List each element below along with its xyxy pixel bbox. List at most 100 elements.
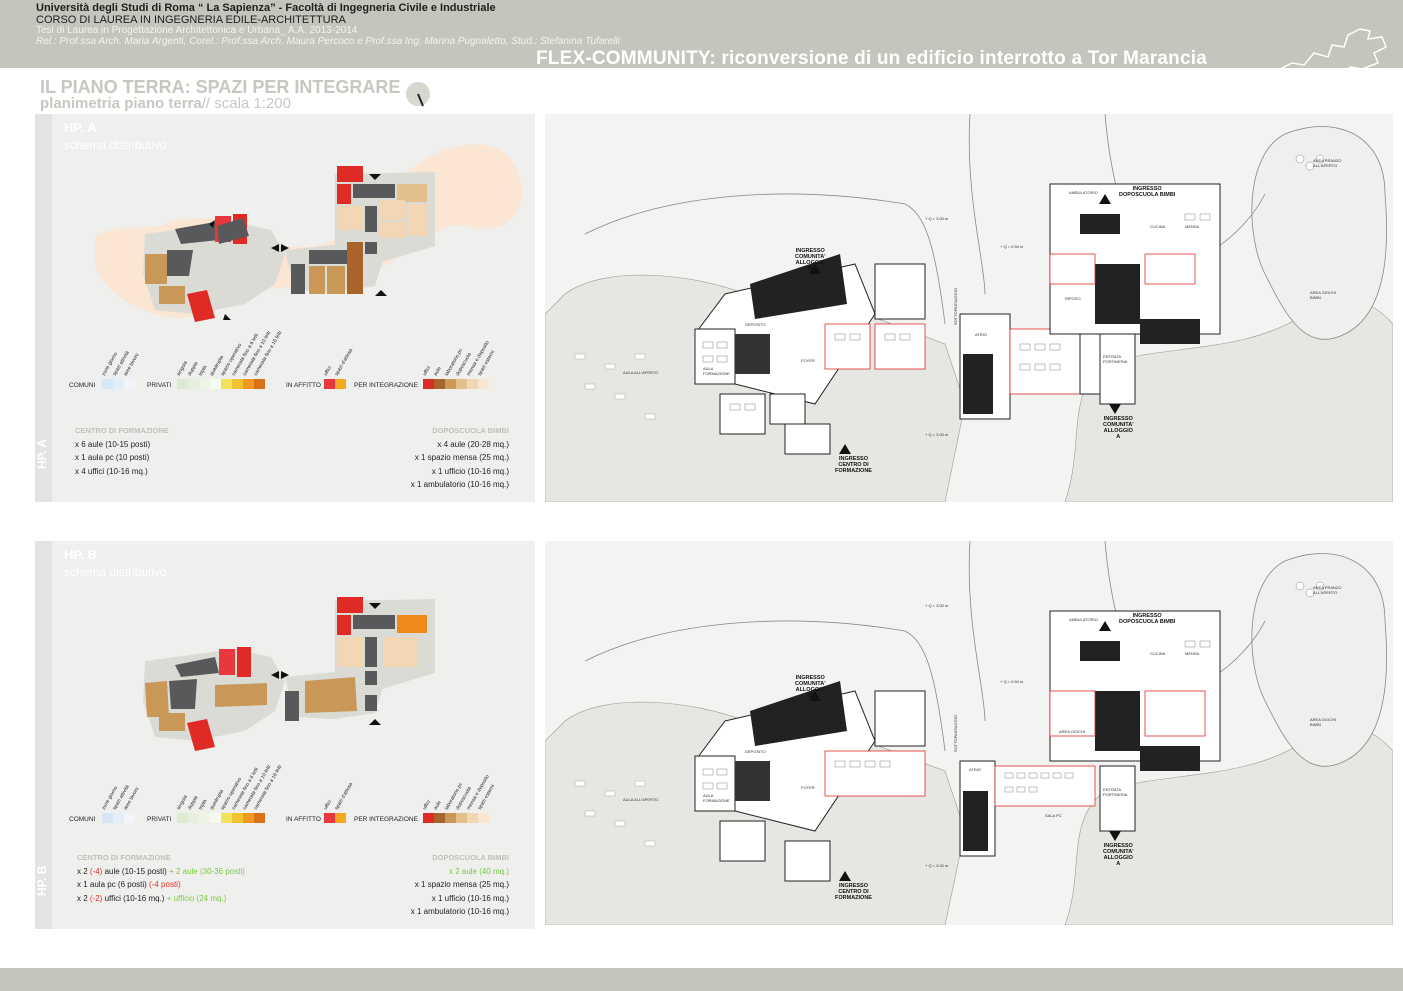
legend-item: uffici (322, 365, 334, 377)
room-label: ATRIO (969, 767, 981, 772)
swatch (456, 379, 467, 389)
list-heading: DOPOSCUOLA BIMBI (432, 426, 509, 435)
room-label: CUCINA (1150, 224, 1166, 229)
legend-item: tripla (197, 798, 209, 811)
swatch (434, 813, 445, 823)
list-item: x 1 ambulatorio (10-16 mq.) (410, 907, 509, 916)
floor-plan-drawing (545, 114, 1393, 502)
swatch (232, 379, 243, 389)
room-label: DEPOSITO (745, 749, 766, 754)
legend-privati: PRIVATI (147, 382, 172, 389)
hp-title: HP. B (64, 547, 97, 562)
legend-comuni: COMUNI (69, 816, 96, 823)
hp-subtitle: schema distributivo (64, 138, 167, 152)
legend-item: spazi d'attesa (333, 781, 355, 811)
legend-integrazione: PER INTEGRAZIONE (354, 816, 418, 823)
legend-affitto: IN AFFITTO (286, 816, 321, 823)
swatch (221, 379, 232, 389)
list-item: x 1 ambulatorio (10-16 mq.) (410, 480, 509, 489)
north-arrow-icon (406, 82, 430, 107)
list-item: x 4 uffici (10-16 mq.) (75, 466, 148, 476)
swatch (113, 813, 124, 823)
footer-bar (0, 968, 1403, 991)
room-label: AREA GIOCHI (1059, 729, 1086, 734)
building-outline-logo (1279, 28, 1387, 80)
swatch (124, 813, 135, 823)
list-item: x 1 aula pc (10 posti) (75, 453, 150, 462)
legend-item: uffici (421, 799, 433, 811)
list-heading: CENTRO DI FORMAZIONE (77, 853, 171, 862)
underpass-label: SOTTOPASSAGGIO (953, 287, 959, 326)
swatch (243, 813, 254, 823)
room-label: CUCINA (1150, 651, 1166, 656)
swatch (188, 813, 199, 823)
swatch (199, 813, 210, 823)
room-label: MENSA (1185, 651, 1200, 656)
subtitle-scale: // scala 1:200 (201, 95, 291, 112)
list-item: x 1 ufficio (10-16 mq.) (431, 466, 509, 476)
swatch (232, 813, 243, 823)
swatch (177, 379, 188, 389)
swatch (445, 813, 456, 823)
swatch (113, 379, 124, 389)
room-label: ATRIO (975, 332, 987, 337)
university-name: Università degli Studi di Roma “ La Sapi… (36, 2, 496, 14)
distribution-schema (95, 144, 522, 322)
list-item: x 1 spazio mensa (25 mq.) (414, 453, 509, 462)
room-label: MENSA (1185, 224, 1200, 229)
list-item: x 1 spazio mensa (25 mq.) (414, 880, 509, 889)
strip-label: HP. B (35, 865, 49, 897)
hp-subtitle: schema distributivo (64, 565, 167, 579)
swatch (324, 379, 335, 389)
panel-hp-a: HP. A HP. A schema distributivo (35, 114, 535, 502)
swatch (221, 813, 232, 823)
swatch (434, 379, 445, 389)
swatch (423, 813, 434, 823)
swatch (254, 813, 265, 823)
training-center-list: CENTRO DI FORMAZIONE x 2 (-4) aule (10-1… (77, 851, 245, 905)
swatch (102, 379, 113, 389)
swatch (423, 379, 434, 389)
room-label: FOYER (801, 358, 815, 363)
hp-title: HP. A (64, 120, 97, 135)
legend-comuni: COMUNI (69, 382, 96, 389)
level-label: + Q = 0.54 m (1000, 679, 1024, 684)
swatch (335, 813, 346, 823)
list-item: x 1 aula pc (6 posti) (-4 posti) (77, 880, 181, 889)
swatch (324, 813, 335, 823)
panel-hp-b: HP. B HP. B schema distributivo COMUNI (35, 541, 535, 929)
swatch (478, 379, 489, 389)
swatch (456, 813, 467, 823)
swatch (254, 379, 265, 389)
list-heading: DOPOSCUOLA BIMBI (432, 853, 509, 862)
legend-integrazione: PER INTEGRAZIONE (354, 382, 418, 389)
legend: COMUNI zone giorno spazi attività aree l… (69, 330, 529, 389)
legend-item: aule (432, 365, 443, 377)
afterschool-list: DOPOSCUOLA BIMBI x 2 aule (40 mq.) x 1 s… (411, 851, 509, 919)
strip-label: HP. A (35, 439, 49, 470)
swatch (102, 813, 113, 823)
header-bar: Università degli Studi di Roma “ La Sapi… (0, 0, 1403, 80)
swatch (478, 813, 489, 823)
swatch (177, 813, 188, 823)
list-heading: CENTRO DI FORMAZIONE (75, 426, 169, 435)
section-title: IL PIANO TERRA: SPAZI PER INTEGRARE (40, 77, 401, 97)
side-strip: HP. B (35, 541, 52, 929)
legend-item: uffici (322, 799, 334, 811)
swatch (467, 379, 478, 389)
